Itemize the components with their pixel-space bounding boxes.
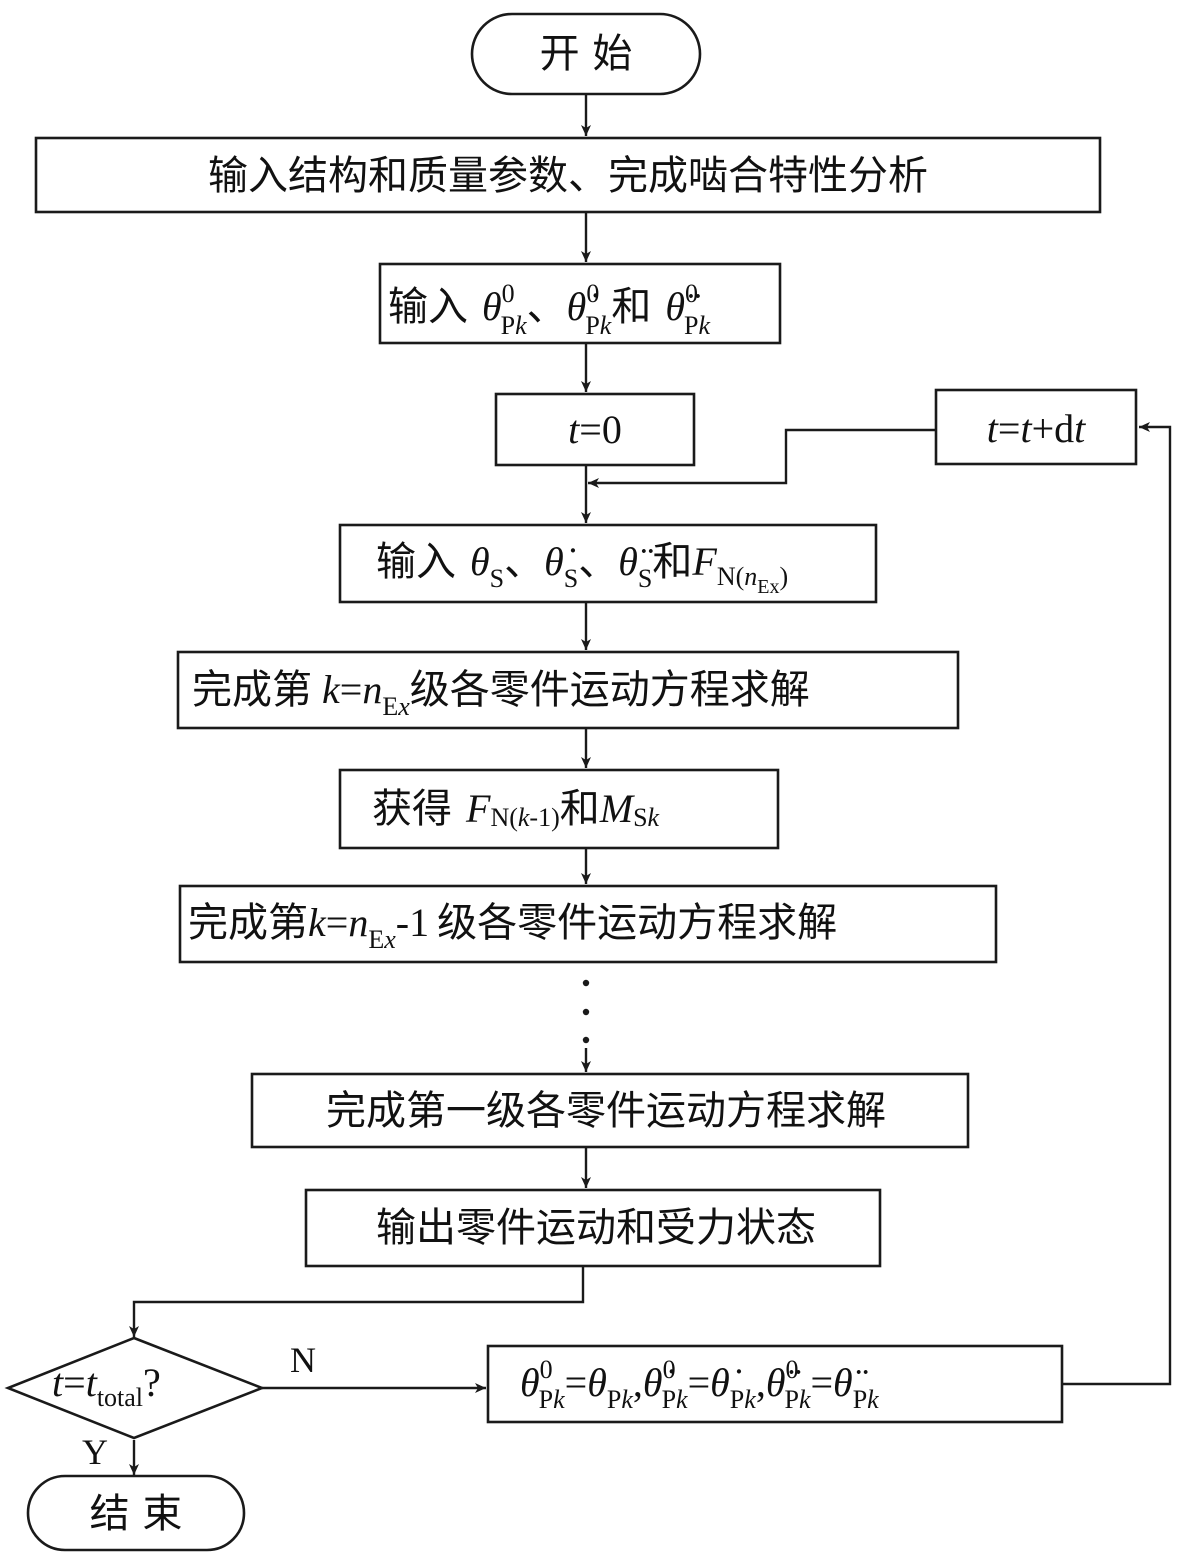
loop-return-line (588, 428, 936, 488)
input-params-label: 输入结构和质量参数、完成啮合特性分析 (208, 153, 928, 199)
solve-first-stage-label: 完成第一级各零件运动方程求解 (326, 1088, 886, 1134)
output-state-label: 输出零件运动和受力状态 (376, 1205, 816, 1251)
update-initial-box (486, 1344, 1064, 1424)
output-state-box (304, 1188, 882, 1268)
start-label: 开 始 (540, 31, 633, 77)
end-label: 结 束 (90, 1491, 183, 1537)
arrow-output-to-decision (129, 1266, 585, 1337)
get-forces-box (338, 768, 780, 850)
input-params-box (34, 136, 1102, 214)
end-terminal (26, 1474, 246, 1552)
start-terminal (470, 12, 702, 96)
t-step-label: t=t+dt (987, 406, 1086, 451)
solve-first-stage-box (250, 1072, 970, 1149)
ellipsis-dot-2 (582, 1008, 590, 1016)
t-zero-box (494, 392, 696, 467)
no-label: N (290, 1340, 316, 1380)
t-step-box (934, 388, 1138, 466)
ellipsis-dot-1 (582, 979, 590, 987)
solve-stage-nEx-minus1-box (178, 884, 998, 964)
decision-diamond (4, 1336, 266, 1440)
yes-label: Y (82, 1432, 108, 1472)
input-initial-box (378, 262, 782, 345)
decision-label: t=ttotal? (52, 1360, 161, 1412)
solve-stage-nEx-box (176, 650, 960, 730)
input-sun-box (338, 523, 878, 604)
t-zero-label: t=0 (568, 407, 622, 452)
ellipsis-dot-3 (582, 1036, 590, 1044)
arrow-update-to-step (1062, 422, 1172, 1386)
